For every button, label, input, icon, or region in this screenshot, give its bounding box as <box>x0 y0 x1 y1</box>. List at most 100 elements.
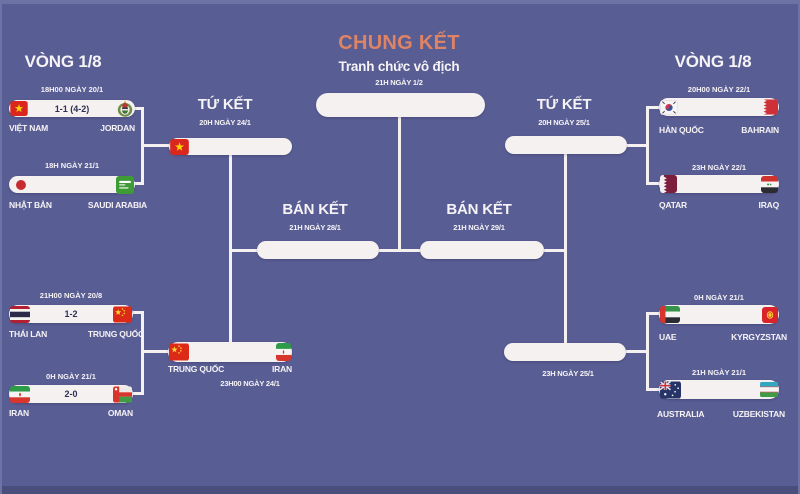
final-subtitle: Tranh chức vô địch <box>338 59 460 74</box>
match-date: 20H00 NGÀY 22/1 <box>687 85 751 94</box>
bracket-line <box>564 154 567 343</box>
bracket-line <box>648 388 659 391</box>
qf-right-date: 20H NGÀY 25/1 <box>538 118 590 127</box>
flag-uzbekistan <box>760 381 778 398</box>
bracket-line <box>626 350 649 353</box>
team-label: HÀN QUỐC <box>659 125 704 135</box>
match-box: 1-2 <box>9 305 133 323</box>
flag-china <box>169 343 189 361</box>
final-title: CHUNG KẾT <box>338 32 460 54</box>
team-label: UZBEKISTAN <box>732 409 785 419</box>
match-box <box>659 98 779 116</box>
match-team-labels: UAE KYRGYZSTAN <box>659 332 787 342</box>
bracket-line <box>379 249 420 252</box>
bracket-line <box>134 107 144 110</box>
match-date: 18H NGÀY 21/1 <box>44 161 100 170</box>
match-box: 2-0 <box>9 385 133 403</box>
match-box <box>659 175 779 193</box>
match-vietnam-jordan: 18H00 NGÀY 20/1 1-1 (4-2) VIỆT NAM JORDA… <box>9 85 135 135</box>
team-label: TRUNG QUỐC <box>87 329 144 339</box>
bracket-line <box>229 155 232 342</box>
team-label: BAHRAIN <box>741 125 779 135</box>
match-date: 0H NGÀY 21/1 <box>694 293 744 302</box>
team-label: AUSTRALIA <box>657 409 705 419</box>
quarterfinal-right-bottom-box <box>504 343 626 361</box>
semifinal-right-box <box>420 241 544 259</box>
round-header-qf-left: TỨ KẾT <box>197 96 253 113</box>
match-korea-bahrain: 20H00 NGÀY 22/1 HÀN QUỐC BAHRAIN <box>659 85 779 135</box>
round-header-r16-right: VÒNG 1/8 <box>674 52 752 71</box>
team-label: SAUDI ARABIA <box>87 200 147 210</box>
match-date: 23H NGÀY 22/1 <box>691 163 747 172</box>
bracket-line <box>141 311 144 395</box>
bracket-line <box>133 392 143 395</box>
match-team-labels: THÁI LAN TRUNG QUỐC <box>9 329 144 339</box>
flag-japan <box>15 179 27 191</box>
final-date: 21H NGÀY 1/2 <box>375 78 423 87</box>
bracket-line <box>229 249 257 252</box>
team-label: QATAR <box>659 200 687 210</box>
qf2-team-labels: TRUNG QUỐC IRAN <box>168 364 292 374</box>
match-qatar-iraq: 23H NGÀY 22/1 QATAR IRAQ <box>659 163 779 213</box>
flag-iraq <box>761 176 778 193</box>
semifinal-left-box <box>257 241 379 259</box>
bracket-line <box>134 182 144 185</box>
match-box <box>659 305 779 324</box>
team-label: OMAN <box>107 408 133 418</box>
bracket-line <box>133 311 143 314</box>
round-header-qf-right: TỨ KẾT <box>536 96 592 113</box>
sf-right-date: 21H NGÀY 29/1 <box>453 223 505 232</box>
round-header-sf-left: BÁN KẾT <box>282 201 348 218</box>
quarterfinal-left-top-box <box>169 138 292 155</box>
bracket-line <box>398 117 401 250</box>
bracket-line <box>627 144 649 147</box>
team-label: KYRGYZSTAN <box>731 332 787 342</box>
bracket-line <box>141 144 169 147</box>
match-team-labels: IRAN OMAN <box>9 408 133 418</box>
match-australia-uzbekistan: 21H NGÀY 21/1 AUSTRALIA UZBEKISTAN <box>657 368 785 420</box>
match-date: 21H00 NGÀY 20/8 <box>39 291 103 300</box>
flag-australia <box>660 381 681 399</box>
flag-qatar <box>660 175 677 193</box>
flag-south-korea <box>660 100 678 115</box>
match-team-labels: VIỆT NAM JORDAN <box>9 123 135 133</box>
round-header-sf-right: BÁN KẾT <box>446 201 512 218</box>
match-team-labels: QATAR IRAQ <box>659 200 779 210</box>
flag-iran <box>276 343 291 361</box>
quarterfinal-right-top-box <box>505 136 627 154</box>
team-label: IRAQ <box>758 200 780 210</box>
team-label: THÁI LAN <box>9 329 48 339</box>
bracket-line <box>141 350 168 353</box>
team-label: JORDAN <box>100 123 135 133</box>
flag-uae <box>660 306 680 323</box>
match-score: 1-1 (4-2) <box>54 103 90 114</box>
round-header-r16-left: VÒNG 1/8 <box>24 52 102 71</box>
flag-vietnam <box>170 139 189 155</box>
match-box: 1-1 (4-2) <box>9 100 135 117</box>
match-uae-kyrgyzstan: 0H NGÀY 21/1 UAE KYRGYZSTAN <box>659 293 787 343</box>
flag-bahrain <box>760 99 778 115</box>
sf-left-date: 21H NGÀY 28/1 <box>289 223 341 232</box>
match-team-labels: NHẬT BẢN SAUDI ARABIA <box>9 200 147 210</box>
team-label: TRUNG QUỐC <box>168 364 225 374</box>
qf-right-bottom-date: 23H NGÀY 25/1 <box>542 369 594 378</box>
bracket-line <box>648 312 659 315</box>
match-date: 0H NGÀY 21/1 <box>46 372 96 381</box>
team-label: UAE <box>659 332 677 342</box>
flag-kyrgyzstan <box>762 307 778 323</box>
match-score: 2-0 <box>64 389 78 399</box>
match-date: 21H NGÀY 21/1 <box>691 368 747 377</box>
match-box <box>9 176 135 193</box>
final-match-box <box>316 93 485 117</box>
match-score: 1-2 <box>64 309 78 319</box>
team-label: IRAN <box>272 364 292 374</box>
bracket-line <box>648 182 659 185</box>
match-team-labels: HÀN QUỐC BAHRAIN <box>659 125 779 135</box>
match-team-labels: AUSTRALIA UZBEKISTAN <box>657 409 785 419</box>
quarterfinal-left-bottom-box <box>168 342 292 362</box>
flag-saudi-arabia <box>116 176 134 194</box>
bracket-line <box>544 249 567 252</box>
bracket-line <box>648 106 659 109</box>
bottom-bar <box>2 486 798 494</box>
